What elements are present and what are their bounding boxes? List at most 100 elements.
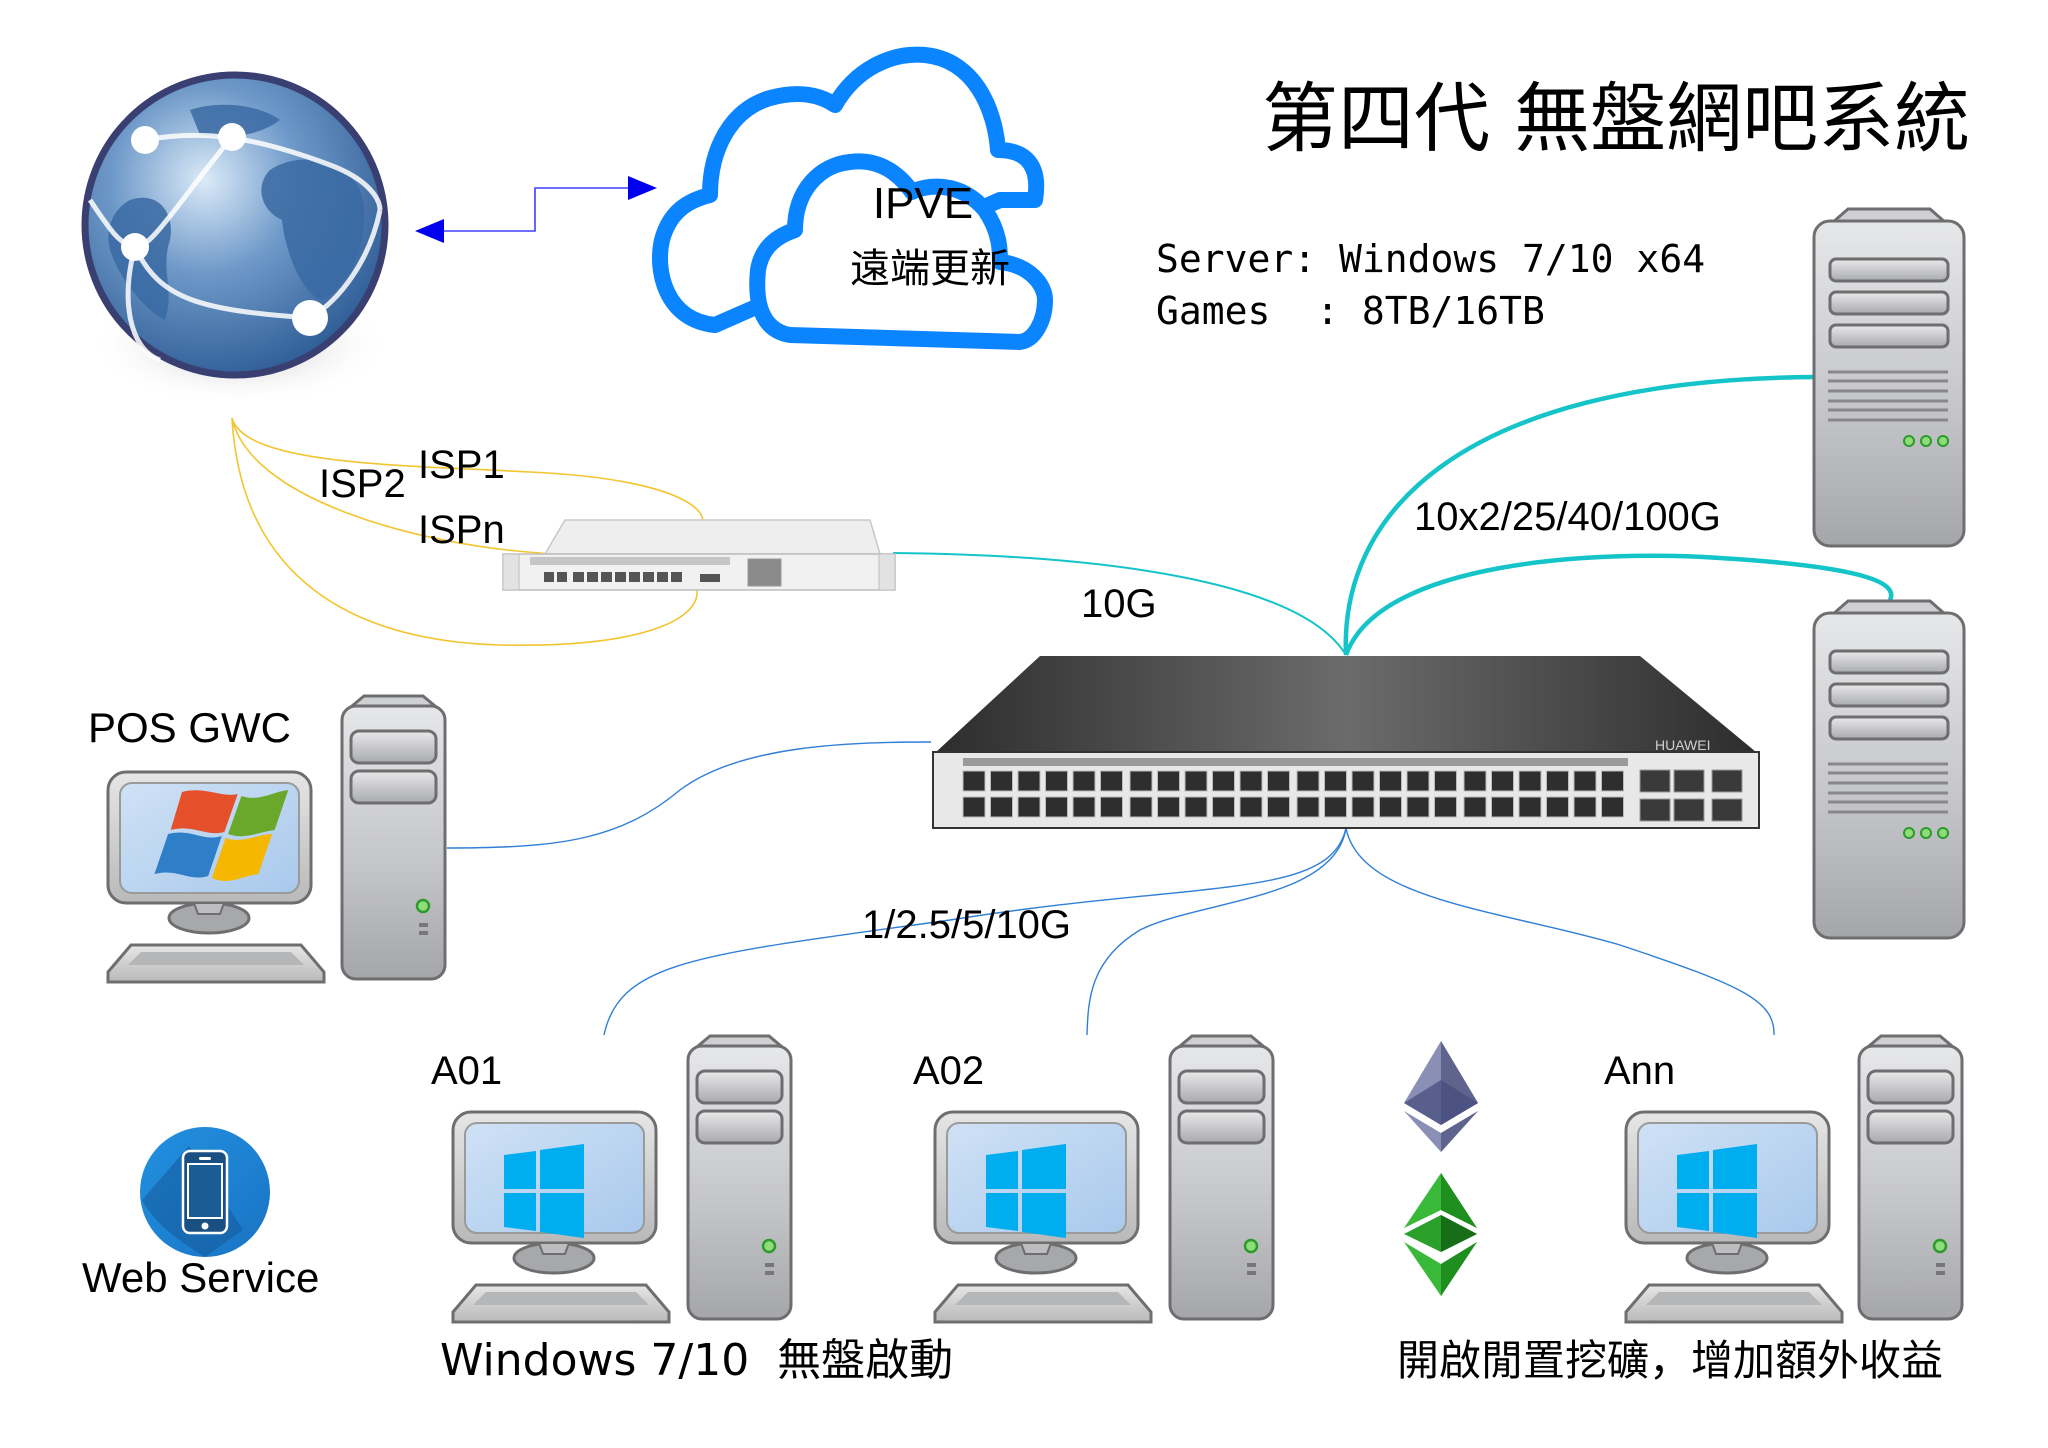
ethernet-port: [1351, 770, 1375, 792]
ethernet-port: [1239, 796, 1263, 818]
pos-label: POS GWC: [88, 704, 291, 751]
ethernet-port: [1491, 796, 1514, 818]
ethernet-port: [1212, 770, 1235, 792]
mining-caption: 開啟閒置挖礦，增加額外收益: [1397, 1336, 1943, 1385]
ethernet-port: [1129, 770, 1153, 792]
ethernet-port: [1072, 796, 1096, 818]
ethernet-port: [1267, 770, 1290, 792]
ethernet-port: [1045, 770, 1068, 792]
client-ann: Ann: [1604, 1034, 1964, 1324]
ethernet-port: [1546, 796, 1569, 818]
update-connector: [432, 187, 640, 232]
ethernet-port: [1296, 796, 1320, 818]
sfp-port: [1711, 798, 1743, 822]
ethernet-port: [1296, 770, 1320, 792]
ethernet-port: [962, 796, 986, 818]
isp2-label: ISP2: [319, 462, 406, 506]
ethereum-classic-icon: [1404, 1173, 1477, 1296]
client-cable-a02: [1086, 827, 1347, 1036]
isp2-cable: [231, 417, 561, 556]
ethernet-port: [1379, 770, 1402, 792]
ethernet-port: [1406, 770, 1430, 792]
windows7-logo-icon: [154, 790, 289, 882]
switch-vent: [963, 758, 1628, 766]
ethernet-port: [990, 770, 1013, 792]
game-server-2: [1812, 599, 1966, 940]
ethernet-port: [1434, 770, 1457, 792]
server-link-speed-label: 10x2/25/40/100G: [1414, 495, 1721, 539]
ethernet-port: [1017, 770, 1041, 792]
server-os-info: Server: Windows 7/10 x64: [1156, 237, 1705, 281]
ethernet-port: [1239, 770, 1263, 792]
ethernet-port: [1157, 770, 1180, 792]
isp1-cable: [231, 417, 704, 531]
ethernet-port: [1100, 796, 1123, 818]
ethernet-port: [1212, 796, 1235, 818]
switch-ports: [962, 758, 1743, 822]
client-link-speed-label: 1/2.5/5/10G: [862, 903, 1071, 947]
ispn-label: ISPn: [418, 508, 505, 552]
client-a02: A02: [913, 1034, 1275, 1324]
server2-cable: [1343, 553, 1894, 656]
ethernet-port: [1518, 770, 1542, 792]
cloud-sublabel: 遠端更新: [850, 246, 1010, 292]
clients-caption: Windows 7/10 無盤啟動: [440, 1335, 953, 1386]
ethernet-port: [1601, 796, 1624, 818]
ethernet-port: [1324, 770, 1347, 792]
ethernet-port: [1351, 796, 1375, 818]
sfp-port: [1673, 798, 1705, 822]
pos-cable: [446, 741, 932, 849]
server-storage-info: Games : 8TB/16TB: [1156, 289, 1545, 333]
uplink-speed-label: 10G: [1081, 582, 1157, 626]
smartphone-icon: [181, 1149, 229, 1235]
ethernet-port: [1601, 770, 1624, 792]
web-service-label: Web Service: [82, 1254, 319, 1301]
ispn-cable: [231, 417, 698, 647]
arrow-right-icon: [628, 176, 657, 200]
server1-cable: [1343, 374, 1814, 656]
ethernet-port: [1157, 796, 1180, 818]
ethernet-port: [1045, 796, 1068, 818]
ethernet-port: [1434, 796, 1457, 818]
page-title: 第四代 無盤網吧系統: [1262, 74, 1970, 163]
uplink-cable-10g: [892, 552, 1347, 656]
switch-brand: HUAWEI: [1655, 737, 1710, 753]
core-router: [502, 519, 896, 591]
game-server-1: [1812, 207, 1966, 548]
ethernet-port: [1184, 796, 1208, 818]
ethernet-port: [990, 796, 1013, 818]
internet-globe: [81, 71, 390, 405]
ethernet-port: [962, 770, 986, 792]
cables: [231, 176, 1894, 1036]
web-service: Web Service: [82, 1127, 319, 1301]
client-label: A01: [431, 1049, 502, 1093]
ethernet-port: [1573, 770, 1597, 792]
ethernet-port: [1324, 796, 1347, 818]
ethernet-port: [1491, 770, 1514, 792]
sfp-port: [1639, 769, 1671, 793]
sfp-port: [1711, 769, 1743, 793]
ethernet-port: [1072, 770, 1096, 792]
ethernet-port: [1129, 796, 1153, 818]
ethernet-port: [1573, 796, 1597, 818]
client-cable-ann: [1345, 827, 1775, 1036]
isp1-label: ISP1: [418, 443, 505, 487]
core-switch: HUAWEI: [932, 656, 1760, 829]
ethernet-port: [1518, 796, 1542, 818]
client-label: Ann: [1604, 1049, 1675, 1093]
sfp-port: [1639, 798, 1671, 822]
client-label: A02: [913, 1049, 984, 1093]
ethernet-port: [1463, 796, 1487, 818]
ethernet-port: [1546, 770, 1569, 792]
ethereum-icon: [1404, 1041, 1478, 1152]
ethernet-port: [1184, 770, 1208, 792]
ethernet-port: [1100, 770, 1123, 792]
client-cable-a01: [603, 827, 1347, 1036]
pos-workstation: [106, 694, 447, 984]
client-a01: A01: [431, 1034, 793, 1324]
sfp-port: [1673, 769, 1705, 793]
cloud-label: IPVE: [873, 179, 973, 228]
ethernet-port: [1463, 770, 1487, 792]
ethernet-port: [1017, 796, 1041, 818]
